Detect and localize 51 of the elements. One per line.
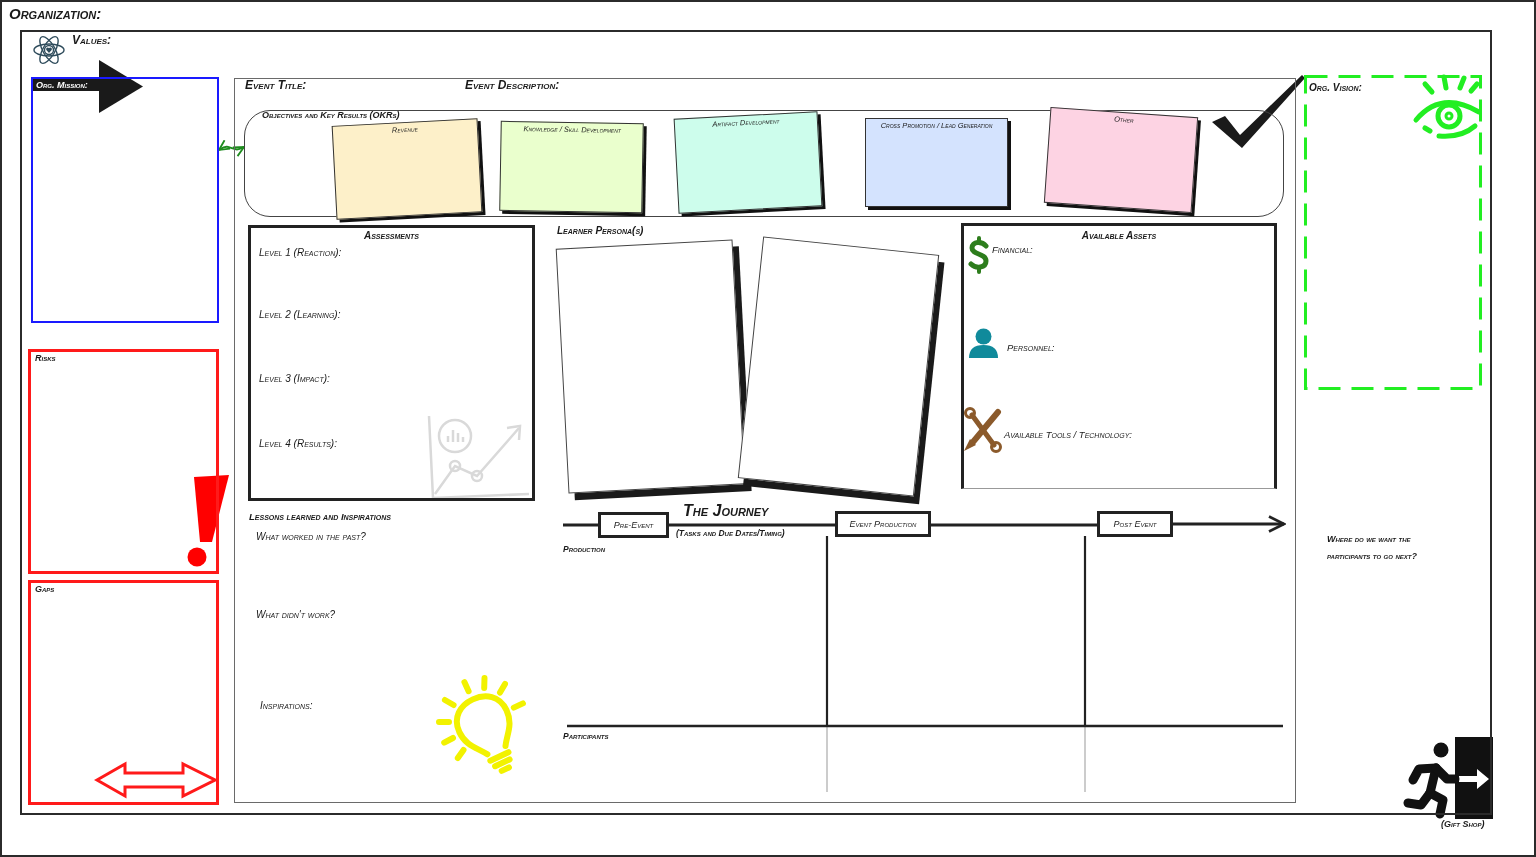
row-label: Production — [563, 545, 605, 555]
sticky-note — [499, 120, 644, 214]
stage-label: Pre-Event — [613, 519, 654, 531]
stage-label: Post Event — [1113, 518, 1157, 530]
level-label: Level 3 (Impact): — [259, 373, 330, 385]
field-label: Event Description: — [465, 79, 560, 93]
row-label: Participants — [563, 732, 609, 742]
prompt-text: What didn't work? — [256, 609, 336, 621]
mission-panel — [31, 77, 219, 323]
double-arrow — [218, 139, 245, 157]
journey-subheading: (Tasks and Due Dates/Timing) — [676, 529, 785, 539]
timeline-stage — [835, 511, 931, 537]
values-heading: Values: — [72, 34, 112, 48]
assessments-panel — [248, 225, 535, 501]
sticky-note — [673, 111, 823, 214]
level-label: Level 1 (Reaction): — [259, 247, 342, 259]
sticky-note — [865, 118, 1008, 207]
timeline-stage — [1097, 511, 1173, 537]
section-heading: Learner Persona(s) — [557, 225, 644, 237]
event-panel — [234, 78, 1296, 803]
assessments-heading: Assessments — [363, 230, 420, 242]
asset-label: Personnel: — [1007, 343, 1055, 354]
field-label: Event Title: — [245, 79, 307, 93]
timeline-line — [669, 523, 835, 527]
level-label: Level 4 (Results): — [259, 438, 337, 450]
prompt-text: Where do we want the participants to go next? — [1327, 533, 1418, 563]
assets-panel — [961, 223, 1277, 489]
prompt-text: What worked in the past? — [256, 531, 366, 543]
sticky-note — [331, 118, 483, 220]
mission-heading: Org. Mission: — [33, 79, 99, 92]
assets-heading: Available Assets — [1081, 230, 1157, 242]
asset-label: Financial: — [992, 245, 1033, 256]
vision-heading: Org. Vision: — [1309, 82, 1362, 94]
timeline-stage — [598, 512, 669, 538]
timeline-arrow — [1173, 515, 1286, 533]
okr-heading: Objectives and Key Results (OKRs) — [262, 110, 400, 121]
risks-panel — [28, 349, 219, 574]
gaps-heading: Gaps — [35, 584, 55, 595]
gaps-panel — [28, 580, 219, 805]
caption: (Gift Shop) — [1441, 819, 1485, 830]
risks-heading: Risks — [35, 353, 56, 364]
prompt-text: Inspirations: — [260, 700, 313, 712]
page-title: Organization: — [9, 5, 102, 23]
level-label: Level 2 (Learning): — [259, 309, 341, 321]
stage-label: Event Production — [849, 518, 917, 530]
section-heading: Lessons learned and Inspirations — [249, 512, 391, 523]
vision-panel — [1304, 75, 1482, 390]
timeline-line — [931, 523, 1097, 527]
timeline-line — [563, 523, 598, 527]
asset-label: Available Tools / Technology: — [1004, 430, 1132, 441]
journey-heading: The Journey — [683, 502, 769, 521]
